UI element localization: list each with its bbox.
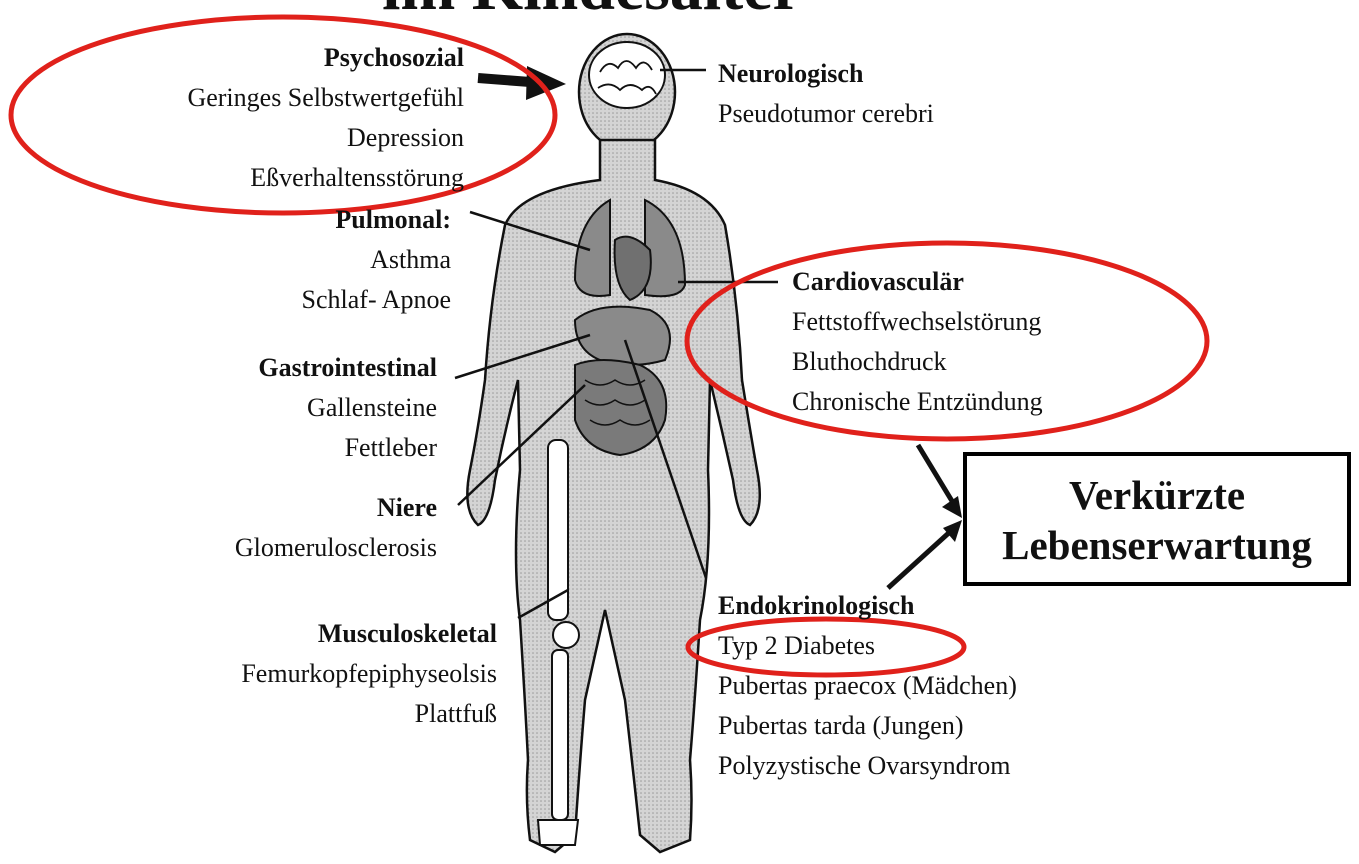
item-pseudotumor-cerebri: Pseudotumor cerebri [718,94,934,134]
heading-neurologisch: Neurologisch [718,54,934,94]
group-niere: Niere Glomerulosclerosis [235,488,437,568]
item-pubertas-praecox: Pubertas praecox (Mädchen) [718,666,1017,706]
heading-cardiovasculaer: Cardiovasculär [792,262,1043,302]
heading-endokrinologisch: Endokrinologisch [718,586,1017,626]
item-fettleber: Fettleber [258,428,437,468]
outcome-box: Verkürzte Lebenserwartung [963,452,1351,586]
brain [589,42,665,108]
group-pulmonal: Pulmonal: Asthma Schlaf- Apnoe [302,200,451,320]
item-femurkopfepiphyseolsis: Femurkopfepiphyseolsis [241,654,497,694]
item-typ-2-diabetes: Typ 2 Diabetes [718,626,1017,666]
heading-gastrointestinal: Gastrointestinal [258,348,437,388]
torso-and-limbs [467,140,759,852]
outcome-line1: Verkürzte [967,470,1347,520]
item-gallensteine: Gallensteine [258,388,437,428]
item-essverhaltensstoerung: Eßverhaltensstörung [187,158,464,198]
item-chronische-entzuendung: Chronische Entzündung [792,382,1043,422]
item-schlaf-apnoe: Schlaf- Apnoe [302,280,451,320]
group-gastrointestinal: Gastrointestinal Gallensteine Fettleber [258,348,437,468]
item-plattfuss: Plattfuß [241,694,497,734]
heading-pulmonal: Pulmonal: [302,200,451,240]
group-neurologisch: Neurologisch Pseudotumor cerebri [718,54,934,134]
item-fettstoffwechselstoerung: Fettstoffwechselstörung [792,302,1043,342]
heading-psychosozial: Psychosozial [187,38,464,78]
heading-niere: Niere [235,488,437,528]
item-asthma: Asthma [302,240,451,280]
item-pubertas-tarda: Pubertas tarda (Jungen) [718,706,1017,746]
outcome-line2: Lebenserwartung [967,520,1347,570]
group-psychosozial: Psychosozial Geringes Selbstwertgefühl D… [187,38,464,198]
arrows-to-outcome [888,445,962,588]
heading-musculoskeletal: Musculoskeletal [241,614,497,654]
item-geringes-selbstwertgefuehl: Geringes Selbstwertgefühl [187,78,464,118]
group-musculoskeletal: Musculoskeletal Femurkopfepiphyseolsis P… [241,614,497,734]
group-endokrinologisch: Endokrinologisch Typ 2 Diabetes Pubertas… [718,586,1017,786]
item-polyzystische-ovarsyndrom: Polyzystische Ovarsyndrom [718,746,1017,786]
group-cardiovasculaer: Cardiovasculär Fettstoffwechselstörung B… [792,262,1043,422]
intestines [575,360,666,455]
item-glomerulosclerosis: Glomerulosclerosis [235,528,437,568]
item-depression: Depression [187,118,464,158]
item-bluthochdruck: Bluthochdruck [792,342,1043,382]
